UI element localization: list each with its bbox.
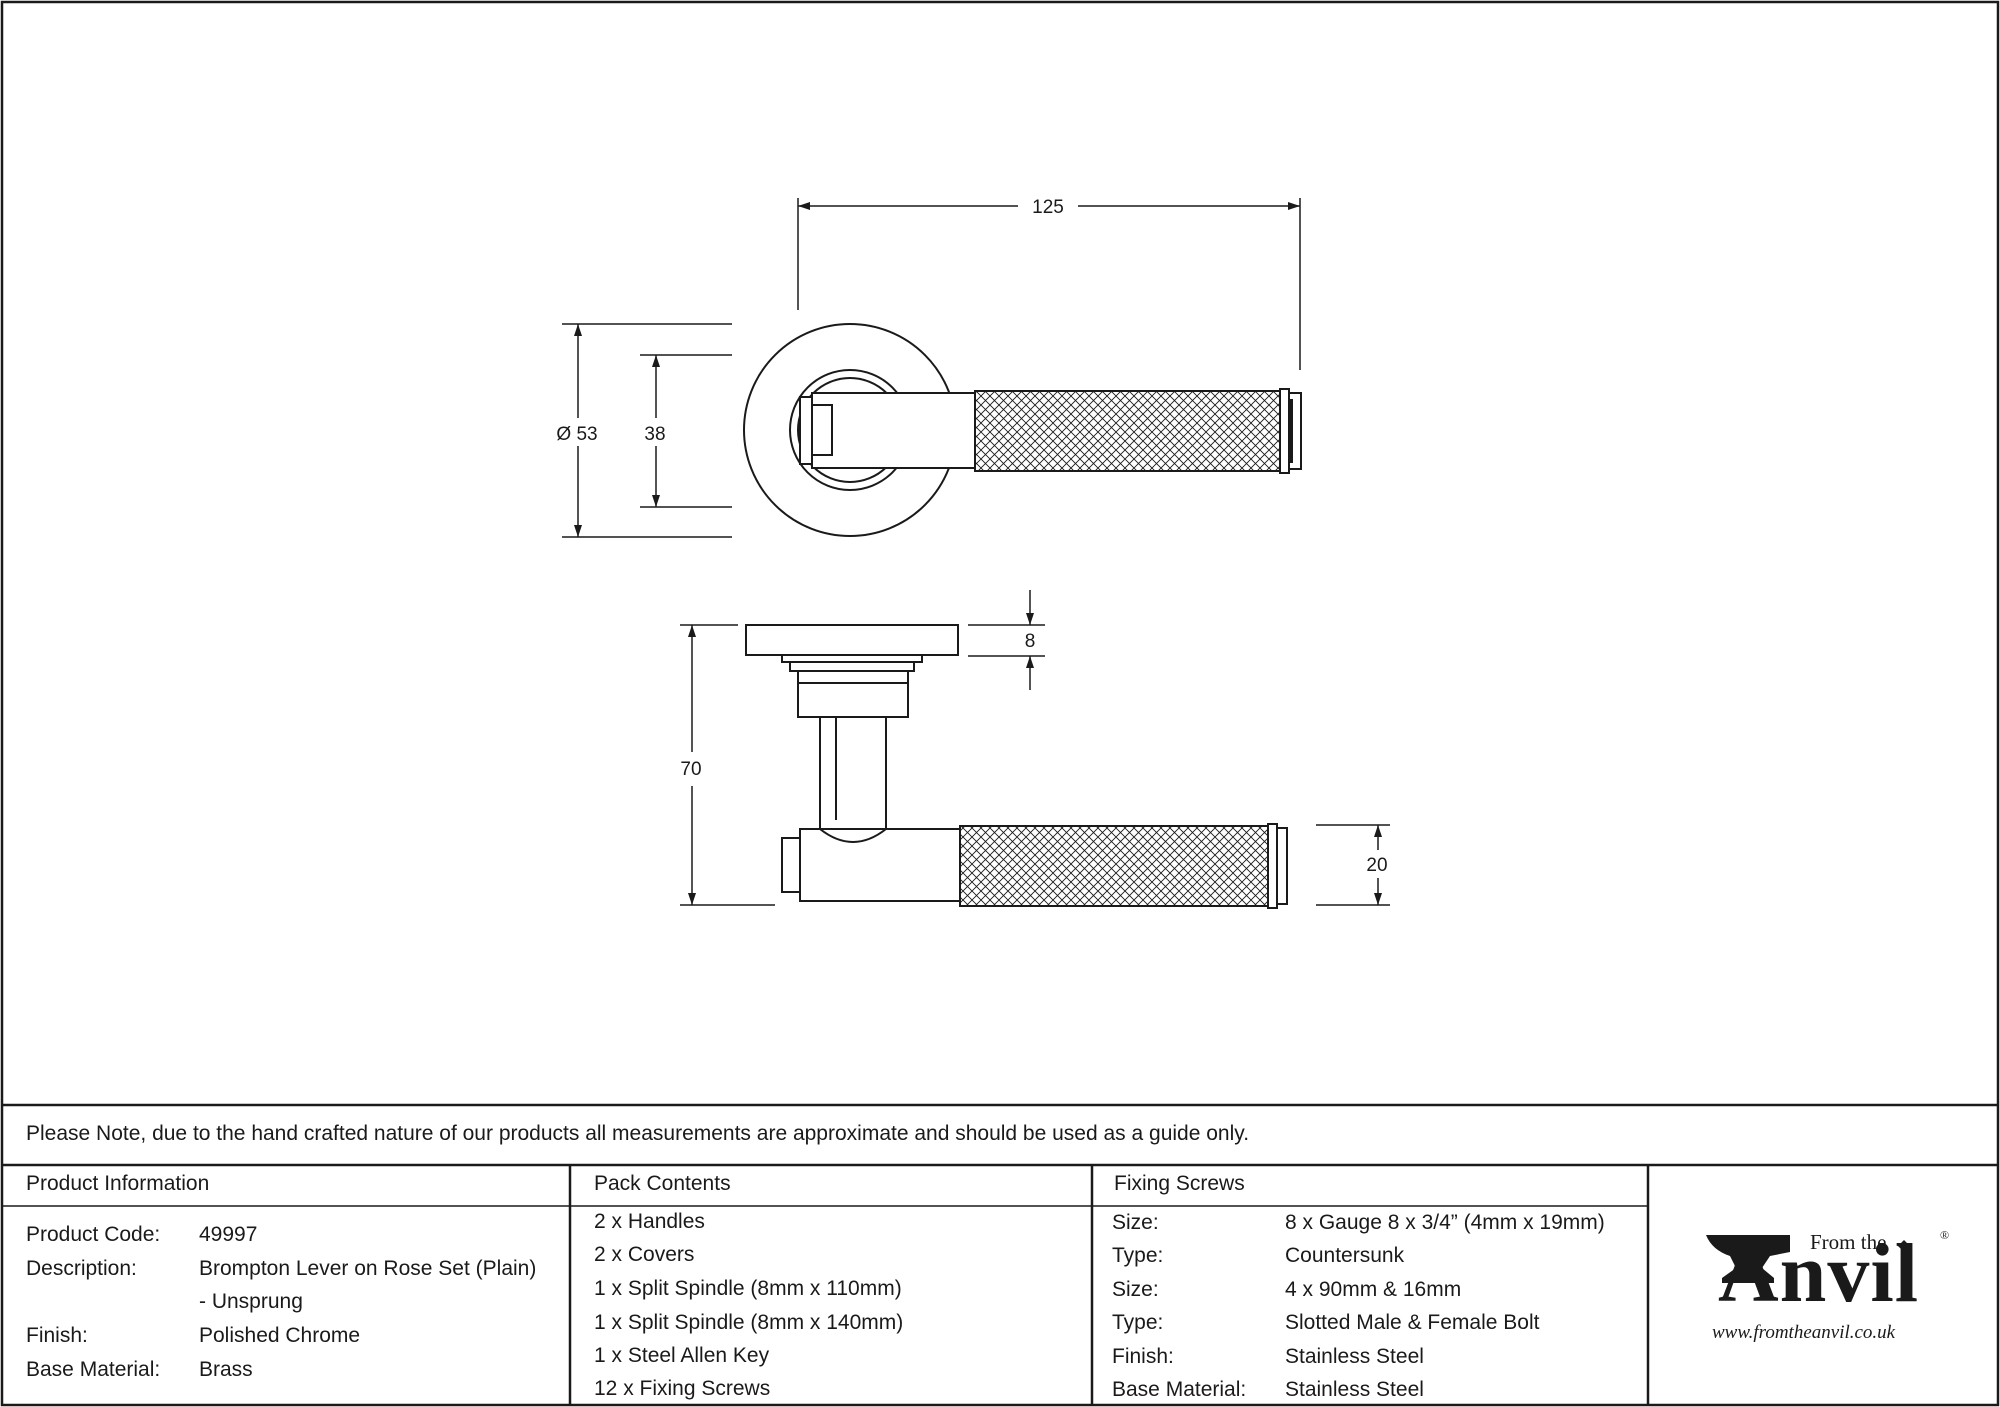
dim-label-20: 20 <box>1366 855 1387 876</box>
product-info-value: Brompton Lever on Rose Set (Plain) <box>199 1257 537 1280</box>
logo-anvil-wordmark: Anvil <box>1718 1227 1920 1320</box>
front-view <box>743 323 1302 537</box>
product-info-value: - Unsprung <box>199 1290 303 1313</box>
fixing-screws-value: Countersunk <box>1285 1244 1405 1267</box>
fixing-screws-label: Type: <box>1112 1244 1164 1267</box>
rose-plate <box>745 624 959 656</box>
disclaimer-note: Please Note, due to the hand crafted nat… <box>26 1122 1250 1145</box>
pack-contents-item: 1 x Split Spindle (8mm x 110mm) <box>594 1277 902 1300</box>
fixing-screws-label: Size: <box>1112 1211 1159 1234</box>
dim-label-8: 8 <box>1025 631 1036 652</box>
product-info-label: Description: <box>26 1257 137 1280</box>
logo-from-the: From the <box>1810 1230 1887 1254</box>
company-logo: From the ® Anvil www.fromtheanvil.co.uk <box>1700 1222 1950 1352</box>
lever-neck-end <box>799 396 813 465</box>
pack-contents-item: 1 x Steel Allen Key <box>594 1344 770 1367</box>
fixing-screws-value: Stainless Steel <box>1285 1345 1424 1368</box>
fixing-screws-header: Fixing Screws <box>1114 1172 1245 1195</box>
pack-contents-item: 2 x Covers <box>594 1243 695 1266</box>
rose-boss <box>797 670 909 718</box>
fixing-screws-value: Stainless Steel <box>1285 1378 1424 1401</box>
lever-end-stub <box>781 837 801 893</box>
product-info-label: Base Material: <box>26 1358 161 1381</box>
fixing-screws-value: 4 x 90mm & 16mm <box>1285 1278 1462 1301</box>
side-dimensions <box>680 590 1390 906</box>
lever-body <box>799 828 961 902</box>
fixing-screws-label: Size: <box>1112 1278 1159 1301</box>
fixing-screws-value: 8 x Gauge 8 x 3/4” (4mm x 19mm) <box>1285 1211 1605 1234</box>
logo-registered-mark: ® <box>1940 1228 1950 1242</box>
dim-label-70: 70 <box>680 759 701 780</box>
front-dimensions <box>562 198 1301 538</box>
product-info-label: Product Code: <box>26 1223 161 1246</box>
pack-contents-header: Pack Contents <box>594 1172 731 1195</box>
lever-neck <box>811 392 976 469</box>
knurled-grip <box>974 390 1281 472</box>
product-info-label: Finish: <box>26 1324 88 1347</box>
diamond-icon <box>1898 1240 1910 1252</box>
rose-step-2 <box>789 661 915 672</box>
fixing-screws-label: Finish: <box>1112 1345 1174 1368</box>
product-info-value: 49997 <box>199 1223 258 1246</box>
lever-neck-cap <box>811 404 833 456</box>
title-block-grid <box>2 1103 1998 1405</box>
pack-contents-item: 2 x Handles <box>594 1210 705 1233</box>
anvil-icon <box>1706 1235 1790 1283</box>
logo-url: www.fromtheanvil.co.uk <box>1712 1322 1896 1343</box>
side-grip-end-cap <box>1267 823 1278 909</box>
pack-contents-item: 1 x Split Spindle (8mm x 140mm) <box>594 1311 904 1334</box>
fixing-screws-label: Type: <box>1112 1311 1164 1334</box>
product-info-value: Brass <box>199 1358 253 1381</box>
fixing-screws-label: Base Material: <box>1112 1378 1247 1401</box>
side-view <box>745 624 1288 909</box>
dim-label-38: 38 <box>644 424 665 445</box>
rose-step-1 <box>781 654 923 663</box>
spindle-shaft <box>819 716 887 830</box>
grip-end-face <box>1289 399 1293 463</box>
side-knurled-grip <box>959 825 1269 907</box>
pack-contents-item: 12 x Fixing Screws <box>594 1377 771 1400</box>
product-info-value: Polished Chrome <box>199 1324 361 1347</box>
product-info-header: Product Information <box>26 1172 210 1195</box>
fixing-screws-value: Slotted Male & Female Bolt <box>1285 1311 1540 1334</box>
grip-end-cap <box>1279 388 1290 474</box>
side-grip-end-cap-outer <box>1276 827 1288 905</box>
dim-label-125: 125 <box>1032 197 1064 218</box>
dim-label-53: Ø 53 <box>556 424 597 445</box>
